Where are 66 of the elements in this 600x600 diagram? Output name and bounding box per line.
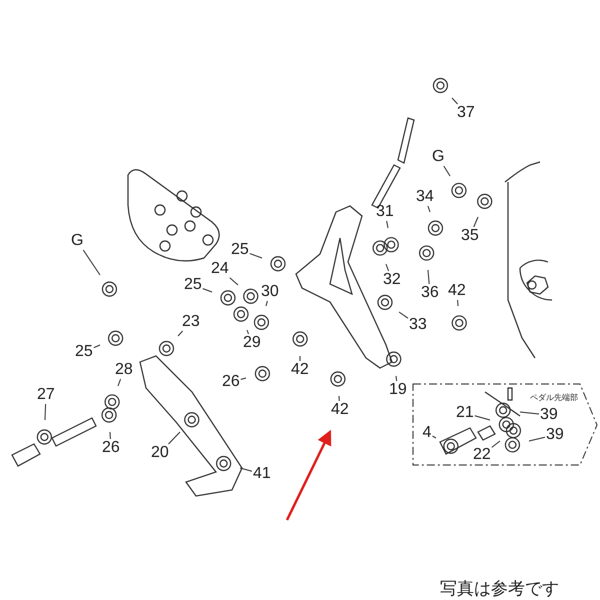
callout-number: 19 [389,382,407,398]
leader-line [443,166,450,176]
callout-number: 31 [376,204,394,220]
callout-number: 39 [540,407,558,423]
callout-number: 35 [461,228,479,244]
leader-line [82,250,100,276]
callout-number: 21 [456,405,474,421]
leader-line [249,253,262,258]
callout-number: 24 [211,261,229,277]
leader-line [229,277,238,286]
leader-line [432,436,436,438]
leader-line [118,378,122,386]
leader-line [428,270,430,284]
callout-number: 25 [184,277,202,293]
leader-line [338,396,340,402]
leader-line [93,344,100,348]
callout-number: 4 [422,425,432,441]
callout-number: 33 [409,317,427,333]
callout-number: 42 [448,283,466,299]
leader-line [474,415,490,420]
callout-number: 36 [421,285,439,301]
callout-number: G [71,233,84,249]
leader-line [299,356,300,362]
callout-number: 23 [182,314,200,330]
callout-number: 30 [261,284,279,300]
inset-title: ペダル先端部 [530,392,578,403]
callout-number: 37 [457,105,475,121]
leader-line [266,300,268,306]
leader-line [396,376,398,382]
callout-number: 34 [416,189,434,205]
leader-line [44,404,46,420]
callout-number: 42 [291,362,309,378]
leader-line [178,330,184,336]
leader-line [427,206,430,212]
note-text: 写真は参考です [440,578,559,600]
callout-number: 27 [37,387,55,403]
callout-number: 25 [75,344,93,360]
leader-line [491,440,500,448]
callout-number: 42 [331,402,349,418]
leader-line [240,468,252,472]
leader-line [528,436,546,442]
callout-number: 28 [115,362,133,378]
leader-line [386,264,390,272]
leader-line [520,412,540,414]
callout-number: 20 [151,445,169,461]
leader-line [110,432,111,440]
leader-line [473,216,478,228]
leader-line [168,432,180,444]
callout-number: 25 [231,242,249,258]
callout-number: 32 [383,272,401,288]
leader-line [202,288,212,292]
leader-line [246,330,249,334]
callout-number: 26 [222,374,240,390]
leader-line [240,378,246,380]
inset-frame [412,383,598,466]
callout-number: 29 [243,335,261,351]
callout-number: G [432,149,444,165]
callout-number: 22 [473,447,491,463]
callout-number: 39 [546,427,564,443]
leader-line [452,98,458,104]
leader-line [457,300,458,306]
callout-number: 26 [102,440,120,456]
pointer-arrow [286,430,332,521]
leader-line [386,220,388,228]
leader-line [398,312,408,319]
callout-number: 41 [253,466,271,482]
